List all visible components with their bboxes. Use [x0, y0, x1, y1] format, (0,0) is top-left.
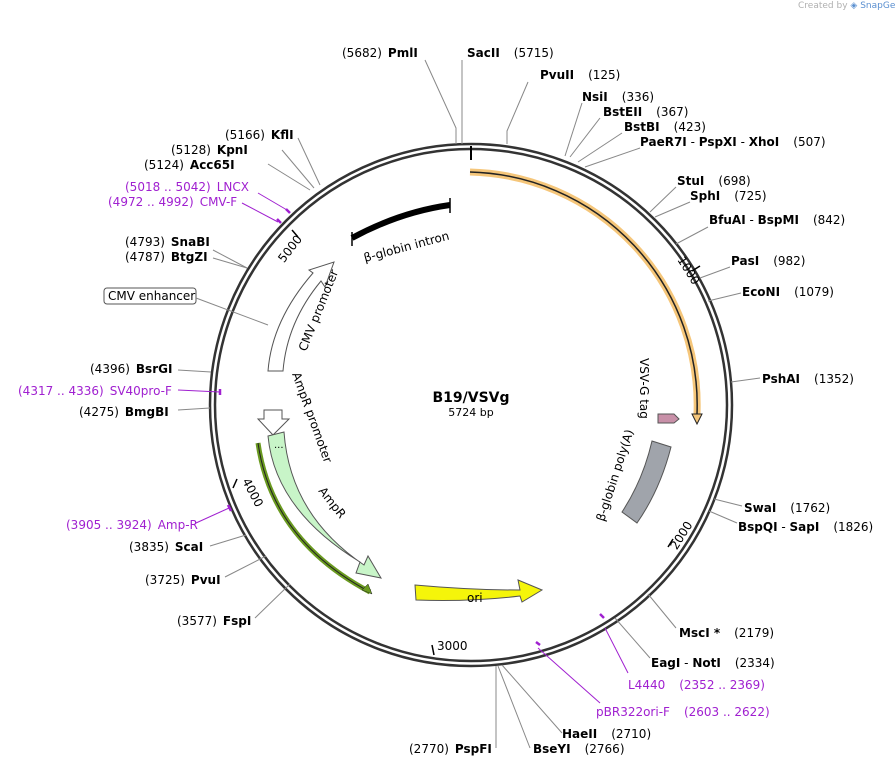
- enzyme-pvui[interactable]: (3725)PvuI: [145, 573, 221, 587]
- cmv-promoter-arrow[interactable]: [267, 261, 335, 372]
- primer-mark-lncx: [285, 208, 291, 214]
- snapgene-logo-icon: ◈: [850, 1, 858, 11]
- enzyme-econi[interactable]: EcoNI(1079): [742, 285, 834, 299]
- ori-arrow[interactable]: [414, 579, 544, 603]
- enzyme-kfli[interactable]: (5166)KflI: [225, 128, 294, 142]
- primer-lncx[interactable]: (5018 .. 5042)LNCX: [125, 180, 249, 194]
- bglobin-polya-bar[interactable]: [621, 440, 672, 524]
- enzyme-bfuai[interactable]: BfuAI - BspMI(842): [709, 213, 845, 227]
- primer-mark-cmvf: [276, 218, 282, 224]
- enzyme-swai[interactable]: SwaI(1762): [744, 501, 830, 515]
- scale-ticks: [232, 229, 701, 656]
- plasmid-name: B19/VSVg: [432, 390, 509, 406]
- ampr-arrow[interactable]: [267, 431, 383, 579]
- vsvg-tag-label: VSV-G tag: [637, 358, 651, 419]
- backbone-outer-ring: [208, 142, 734, 668]
- tick-5000: [291, 229, 299, 238]
- primer-leader-lines: [177, 192, 629, 704]
- ampr-promoter-label: AmpR promoter: [289, 370, 335, 464]
- enzyme-sphi[interactable]: SphI(725): [690, 189, 767, 203]
- primer-marks: [218, 208, 605, 646]
- primer-mark-pbr: [535, 641, 541, 646]
- primer-mark-ampr: [226, 504, 233, 512]
- enzyme-bseyi[interactable]: BseYI(2766): [533, 742, 625, 756]
- enzyme-leader-lines: [177, 59, 761, 749]
- ampr-promoter-arrow[interactable]: [256, 409, 291, 436]
- bglobin-intron-bar[interactable]: [350, 202, 451, 241]
- credit-brand: SnapGene: [860, 1, 896, 11]
- ampr-dots: ...: [274, 440, 284, 451]
- cmv-enhancer-leader: [195, 297, 269, 326]
- primer-pbr[interactable]: pBR322ori-F(2603 .. 2622): [596, 705, 770, 719]
- vsvg-tag-marker[interactable]: [657, 413, 680, 424]
- enzyme-bsrgi[interactable]: (4396)BsrGI: [90, 362, 172, 376]
- primer-cmvf[interactable]: (4972 .. 4992)CMV-F: [108, 195, 237, 209]
- primer-l4440[interactable]: L4440(2352 .. 2369): [628, 678, 765, 692]
- plasmid-length: 5724 bp: [448, 406, 493, 419]
- primer-labels: (5018 .. 5042)LNCX (4972 .. 4992)CMV-F (…: [18, 180, 770, 719]
- enzyme-bmgbi[interactable]: (4275)BmgBI: [79, 405, 169, 419]
- enzyme-pmli[interactable]: (5682)PmlI: [342, 46, 418, 60]
- cmv-enhancer-box[interactable]: [103, 287, 197, 305]
- enzyme-bstbi[interactable]: BstBI(423): [624, 120, 706, 134]
- enzyme-stui[interactable]: StuI(698): [677, 174, 751, 188]
- credit-prefix: Created by: [798, 1, 848, 11]
- primer-sv40[interactable]: (4317 .. 4336)SV40pro-F: [18, 384, 172, 398]
- enzyme-eagi[interactable]: EagI - NotI(2334): [651, 656, 775, 670]
- enzyme-scai[interactable]: (3835)ScaI: [129, 540, 203, 554]
- tick-1000: [691, 265, 701, 272]
- enzyme-bsteii[interactable]: BstEII(367): [603, 105, 688, 119]
- tick-4000: [232, 478, 238, 489]
- enzyme-paer7i[interactable]: PaeR7I - PspXI - XhoI(507): [640, 135, 826, 149]
- ori-label: ori: [467, 591, 483, 605]
- ampr-label: AmpR: [316, 484, 349, 521]
- enzyme-msci[interactable]: MscI *(2179): [679, 626, 774, 640]
- enzyme-fspi[interactable]: (3577)FspI: [177, 614, 251, 628]
- enzyme-pspfi[interactable]: (2770)PspFI: [409, 742, 492, 756]
- enzyme-haeii[interactable]: HaeII(2710): [562, 727, 651, 741]
- enzyme-pasi[interactable]: PasI(982): [731, 254, 805, 268]
- cmv-enhancer-label: CMV enhancer: [108, 289, 195, 303]
- enzyme-btgzi[interactable]: (4787)BtgZI: [125, 250, 208, 264]
- tick-label-5000: 5000: [275, 232, 305, 265]
- tick-label-3000: 3000: [437, 639, 468, 653]
- enzyme-acc65i[interactable]: (5124)Acc65I: [144, 158, 235, 172]
- enzyme-snabi[interactable]: (4793)SnaBI: [125, 235, 210, 249]
- vsvg-orf-arc[interactable]: [469, 168, 701, 415]
- enzyme-kpni[interactable]: (5128)KpnI: [171, 143, 248, 157]
- enzyme-sacii[interactable]: SacII(5715): [467, 46, 554, 60]
- vsvg-orf-arrowhead: [691, 413, 703, 426]
- enzyme-nsii[interactable]: NsiI(336): [582, 90, 654, 104]
- tick-2000: [667, 538, 674, 548]
- primer-ampr[interactable]: (3905 .. 3924)Amp-R: [66, 518, 198, 532]
- snapgene-credit: Created by ◈ SnapGene: [798, 1, 896, 11]
- enzyme-bspqi[interactable]: BspQI - SapI(1826): [738, 520, 873, 534]
- bglobin-intron-label: β-globin intron: [362, 229, 451, 265]
- enzyme-labels: (5682)PmlI SacII(5715) PvuII(125) NsiI(3…: [79, 46, 873, 756]
- tick-3000: [431, 644, 435, 656]
- enzyme-pvuii[interactable]: PvuII(125): [540, 68, 620, 82]
- primer-mark-l4440: [599, 613, 605, 619]
- tick-label-1000: 1000: [674, 254, 702, 287]
- tick-label-4000: 4000: [239, 476, 266, 510]
- enzyme-pshai[interactable]: PshAI(1352): [762, 372, 854, 386]
